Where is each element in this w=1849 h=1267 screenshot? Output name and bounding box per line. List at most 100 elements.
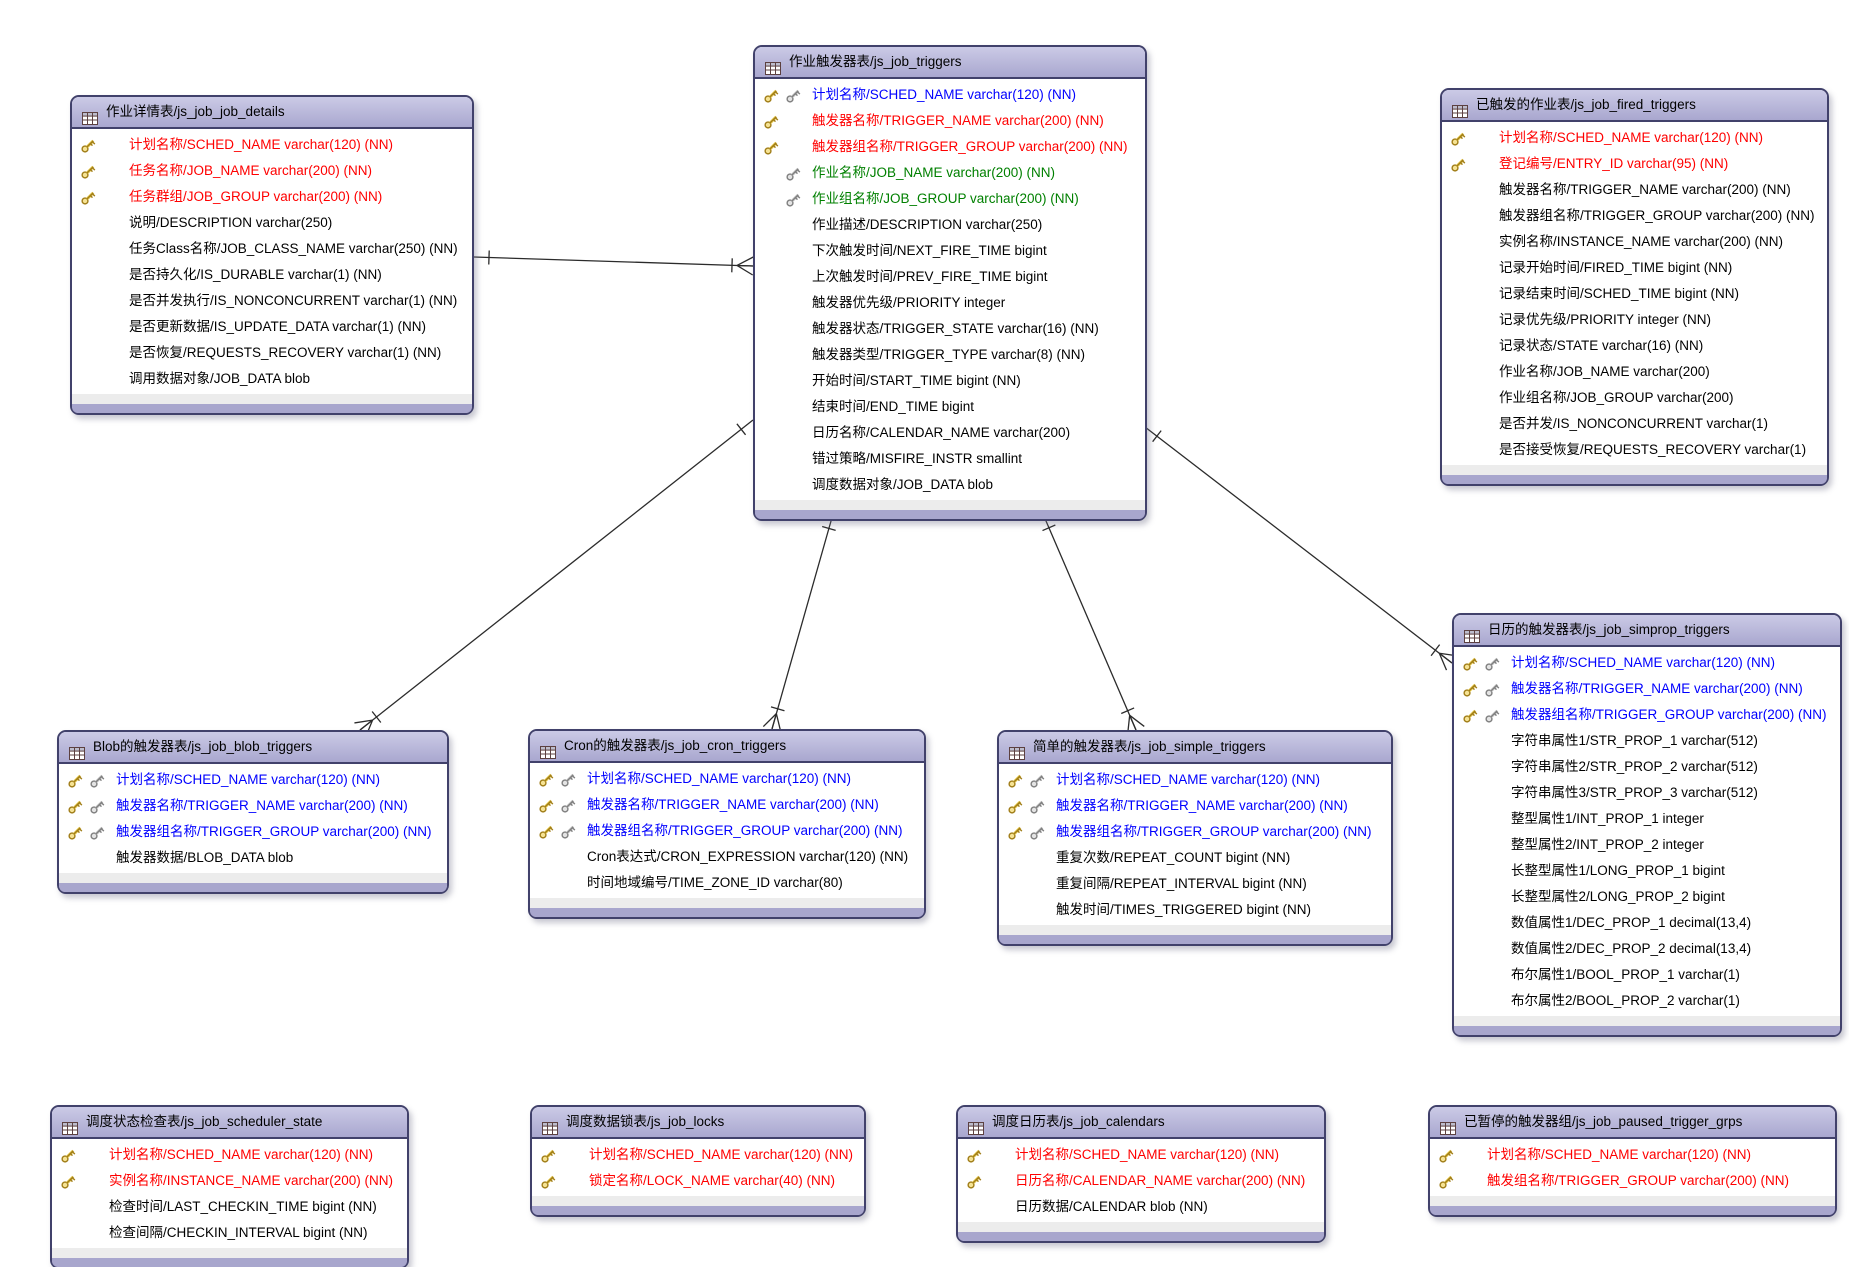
table-field[interactable]: 作业名称/JOB_NAME varchar(200) <box>1442 359 1827 385</box>
table-field[interactable]: 检查间隔/CHECKIN_INTERVAL bigint (NN) <box>52 1220 407 1246</box>
table-field[interactable]: 重复间隔/REPEAT_INTERVAL bigint (NN) <box>999 871 1391 897</box>
table-header[interactable]: 简单的触发器表/js_job_simple_triggers <box>999 732 1391 764</box>
table-field[interactable]: 计划名称/SCHED_NAME varchar(120) (NN) <box>530 766 924 792</box>
table-field[interactable]: 日历名称/CALENDAR_NAME varchar(200) <box>755 420 1145 446</box>
table-field[interactable]: 触发器组名称/TRIGGER_GROUP varchar(200) (NN) <box>530 818 924 844</box>
table-field[interactable]: 作业名称/JOB_NAME varchar(200) (NN) <box>755 160 1145 186</box>
table-js_job_blob_triggers[interactable]: Blob的触发器表/js_job_blob_triggers 计划名称/SCHED… <box>57 730 449 894</box>
table-field[interactable]: Cron表达式/CRON_EXPRESSION varchar(120) (NN… <box>530 844 924 870</box>
table-field[interactable]: 检查时间/LAST_CHECKIN_TIME bigint (NN) <box>52 1194 407 1220</box>
table-field[interactable]: 长整型属性1/LONG_PROP_1 bigint <box>1454 858 1840 884</box>
table-js_job_fired_triggers[interactable]: 已触发的作业表/js_job_fired_triggers 计划名称/SCHED_… <box>1440 88 1829 486</box>
table-field[interactable]: 触发器名称/TRIGGER_NAME varchar(200) (NN) <box>530 792 924 818</box>
table-js_job_simple_triggers[interactable]: 简单的触发器表/js_job_simple_triggers 计划名称/SCHED… <box>997 730 1393 946</box>
table-field[interactable]: 实例名称/INSTANCE_NAME varchar(200) (NN) <box>1442 229 1827 255</box>
table-field[interactable]: 作业组名称/JOB_GROUP varchar(200) (NN) <box>755 186 1145 212</box>
table-header[interactable]: 已触发的作业表/js_job_fired_triggers <box>1442 90 1827 122</box>
table-field[interactable]: 是否接受恢复/REQUESTS_RECOVERY varchar(1) <box>1442 437 1827 463</box>
table-field[interactable]: 触发器名称/TRIGGER_NAME varchar(200) (NN) <box>59 793 447 819</box>
table-header[interactable]: 作业触发器表/js_job_triggers <box>755 47 1145 79</box>
table-field[interactable]: 登记编号/ENTRY_ID varchar(95) (NN) <box>1442 151 1827 177</box>
table-field[interactable]: 是否并发/IS_NONCONCURRENT varchar(1) <box>1442 411 1827 437</box>
table-header[interactable]: 调度数据锁表/js_job_locks <box>532 1107 864 1139</box>
table-field[interactable]: 上次触发时间/PREV_FIRE_TIME bigint <box>755 264 1145 290</box>
table-field[interactable]: 计划名称/SCHED_NAME varchar(120) (NN) <box>999 767 1391 793</box>
table-field[interactable]: 字符串属性3/STR_PROP_3 varchar(512) <box>1454 780 1840 806</box>
relationship-js_job_triggers-to-js_job_blob_triggers[interactable] <box>354 419 754 738</box>
table-js_job_cron_triggers[interactable]: Cron的触发器表/js_job_cron_triggers 计划名称/SCHED… <box>528 729 926 919</box>
table-field[interactable]: 计划名称/SCHED_NAME varchar(120) (NN) <box>1430 1142 1835 1168</box>
table-field[interactable]: 重复次数/REPEAT_COUNT bigint (NN) <box>999 845 1391 871</box>
table-field[interactable]: 是否持久化/IS_DURABLE varchar(1) (NN) <box>72 262 472 288</box>
table-field[interactable]: 布尔属性2/BOOL_PROP_2 varchar(1) <box>1454 988 1840 1014</box>
table-field[interactable]: 字符串属性1/STR_PROP_1 varchar(512) <box>1454 728 1840 754</box>
table-js_job_simprop_triggers[interactable]: 日历的触发器表/js_job_simprop_triggers 计划名称/SCHE… <box>1452 613 1842 1037</box>
table-field[interactable]: 触发组名称/TRIGGER_GROUP varchar(200) (NN) <box>1430 1168 1835 1194</box>
table-js_job_triggers[interactable]: 作业触发器表/js_job_triggers 计划名称/SCHED_NAME va… <box>753 45 1147 521</box>
table-field[interactable]: 触发器状态/TRIGGER_STATE varchar(16) (NN) <box>755 316 1145 342</box>
table-field[interactable]: 记录优先级/PRIORITY integer (NN) <box>1442 307 1827 333</box>
table-field[interactable]: 日历名称/CALENDAR_NAME varchar(200) (NN) <box>958 1168 1324 1194</box>
table-header[interactable]: 作业详情表/js_job_job_details <box>72 97 472 129</box>
table-field[interactable]: 是否恢复/REQUESTS_RECOVERY varchar(1) (NN) <box>72 340 472 366</box>
table-js_job_calendars[interactable]: 调度日历表/js_job_calendars 计划名称/SCHED_NAME va… <box>956 1105 1326 1243</box>
table-field[interactable]: 触发器组名称/TRIGGER_GROUP varchar(200) (NN) <box>59 819 447 845</box>
table-field[interactable]: 整型属性1/INT_PROP_1 integer <box>1454 806 1840 832</box>
table-field[interactable]: 记录状态/STATE varchar(16) (NN) <box>1442 333 1827 359</box>
table-field[interactable]: 调用数据对象/JOB_DATA blob <box>72 366 472 392</box>
relationship-js_job_job_details-to-js_job_triggers[interactable] <box>473 250 754 276</box>
table-field[interactable]: 开始时间/START_TIME bigint (NN) <box>755 368 1145 394</box>
table-js_job_job_details[interactable]: 作业详情表/js_job_job_details 计划名称/SCHED_NAME … <box>70 95 474 415</box>
table-field[interactable]: 触发器名称/TRIGGER_NAME varchar(200) (NN) <box>755 108 1145 134</box>
table-field[interactable]: 触发时间/TIMES_TRIGGERED bigint (NN) <box>999 897 1391 923</box>
table-field[interactable]: 触发器组名称/TRIGGER_GROUP varchar(200) (NN) <box>1442 203 1827 229</box>
table-field[interactable]: 计划名称/SCHED_NAME varchar(120) (NN) <box>1442 125 1827 151</box>
table-field[interactable]: 布尔属性1/BOOL_PROP_1 varchar(1) <box>1454 962 1840 988</box>
table-field[interactable]: 调度数据对象/JOB_DATA blob <box>755 472 1145 498</box>
table-field[interactable]: 触发器组名称/TRIGGER_GROUP varchar(200) (NN) <box>755 134 1145 160</box>
table-field[interactable]: 实例名称/INSTANCE_NAME varchar(200) (NN) <box>52 1168 407 1194</box>
table-header[interactable]: 已暂停的触发器组/js_job_paused_trigger_grps <box>1430 1107 1835 1139</box>
relationship-js_job_triggers-to-js_job_simprop_triggers[interactable] <box>1144 426 1458 671</box>
table-field[interactable]: 任务群组/JOB_GROUP varchar(200) (NN) <box>72 184 472 210</box>
table-field[interactable]: 日历数据/CALENDAR blob (NN) <box>958 1194 1324 1220</box>
table-field[interactable]: 计划名称/SCHED_NAME varchar(120) (NN) <box>72 132 472 158</box>
table-field[interactable]: 是否更新数据/IS_UPDATE_DATA varchar(1) (NN) <box>72 314 472 340</box>
table-field[interactable]: 下次触发时间/NEXT_FIRE_TIME bigint <box>755 238 1145 264</box>
table-field[interactable]: 记录开始时间/FIRED_TIME bigint (NN) <box>1442 255 1827 281</box>
table-js_job_scheduler_state[interactable]: 调度状态检查表/js_job_scheduler_state 计划名称/SCHED… <box>50 1105 409 1267</box>
table-field[interactable]: 触发器类型/TRIGGER_TYPE varchar(8) (NN) <box>755 342 1145 368</box>
table-header[interactable]: 调度状态检查表/js_job_scheduler_state <box>52 1107 407 1139</box>
table-field[interactable]: 计划名称/SCHED_NAME varchar(120) (NN) <box>1454 650 1840 676</box>
table-field[interactable]: 说明/DESCRIPTION varchar(250) <box>72 210 472 236</box>
table-field[interactable]: 任务Class名称/JOB_CLASS_NAME varchar(250) (N… <box>72 236 472 262</box>
table-field[interactable]: 整型属性2/INT_PROP_2 integer <box>1454 832 1840 858</box>
table-field[interactable]: 数值属性1/DEC_PROP_1 decimal(13,4) <box>1454 910 1840 936</box>
table-js_job_paused_trigger_grps[interactable]: 已暂停的触发器组/js_job_paused_trigger_grps 计划名称/… <box>1428 1105 1837 1217</box>
table-field[interactable]: 触发器名称/TRIGGER_NAME varchar(200) (NN) <box>999 793 1391 819</box>
table-field[interactable]: 是否并发执行/IS_NONCONCURRENT varchar(1) (NN) <box>72 288 472 314</box>
table-field[interactable]: 计划名称/SCHED_NAME varchar(120) (NN) <box>59 767 447 793</box>
table-field[interactable]: 结束时间/END_TIME bigint <box>755 394 1145 420</box>
table-field[interactable]: 锁定名称/LOCK_NAME varchar(40) (NN) <box>532 1168 864 1194</box>
table-field[interactable]: 数值属性2/DEC_PROP_2 decimal(13,4) <box>1454 936 1840 962</box>
table-header[interactable]: 调度日历表/js_job_calendars <box>958 1107 1324 1139</box>
table-field[interactable]: 触发器名称/TRIGGER_NAME varchar(200) (NN) <box>1454 676 1840 702</box>
table-field[interactable]: 触发器数据/BLOB_DATA blob <box>59 845 447 871</box>
table-field[interactable]: 记录结束时间/SCHED_TIME bigint (NN) <box>1442 281 1827 307</box>
table-field[interactable]: 错过策略/MISFIRE_INSTR smallint <box>755 446 1145 472</box>
table-header[interactable]: Cron的触发器表/js_job_cron_triggers <box>530 731 924 763</box>
table-field[interactable]: 计划名称/SCHED_NAME varchar(120) (NN) <box>755 82 1145 108</box>
table-header[interactable]: 日历的触发器表/js_job_simprop_triggers <box>1454 615 1840 647</box>
table-field[interactable]: 任务名称/JOB_NAME varchar(200) (NN) <box>72 158 472 184</box>
table-field[interactable]: 计划名称/SCHED_NAME varchar(120) (NN) <box>958 1142 1324 1168</box>
table-field[interactable]: 计划名称/SCHED_NAME varchar(120) (NN) <box>52 1142 407 1168</box>
table-field[interactable]: 触发器名称/TRIGGER_NAME varchar(200) (NN) <box>1442 177 1827 203</box>
relationship-js_job_triggers-to-js_job_cron_triggers[interactable] <box>762 513 836 732</box>
table-field[interactable]: 时间地域编号/TIME_ZONE_ID varchar(80) <box>530 870 924 896</box>
relationship-js_job_triggers-to-js_job_simple_triggers[interactable] <box>1042 513 1145 734</box>
table-field[interactable]: 触发器优先级/PRIORITY integer <box>755 290 1145 316</box>
table-header[interactable]: Blob的触发器表/js_job_blob_triggers <box>59 732 447 764</box>
table-field[interactable]: 作业组名称/JOB_GROUP varchar(200) <box>1442 385 1827 411</box>
